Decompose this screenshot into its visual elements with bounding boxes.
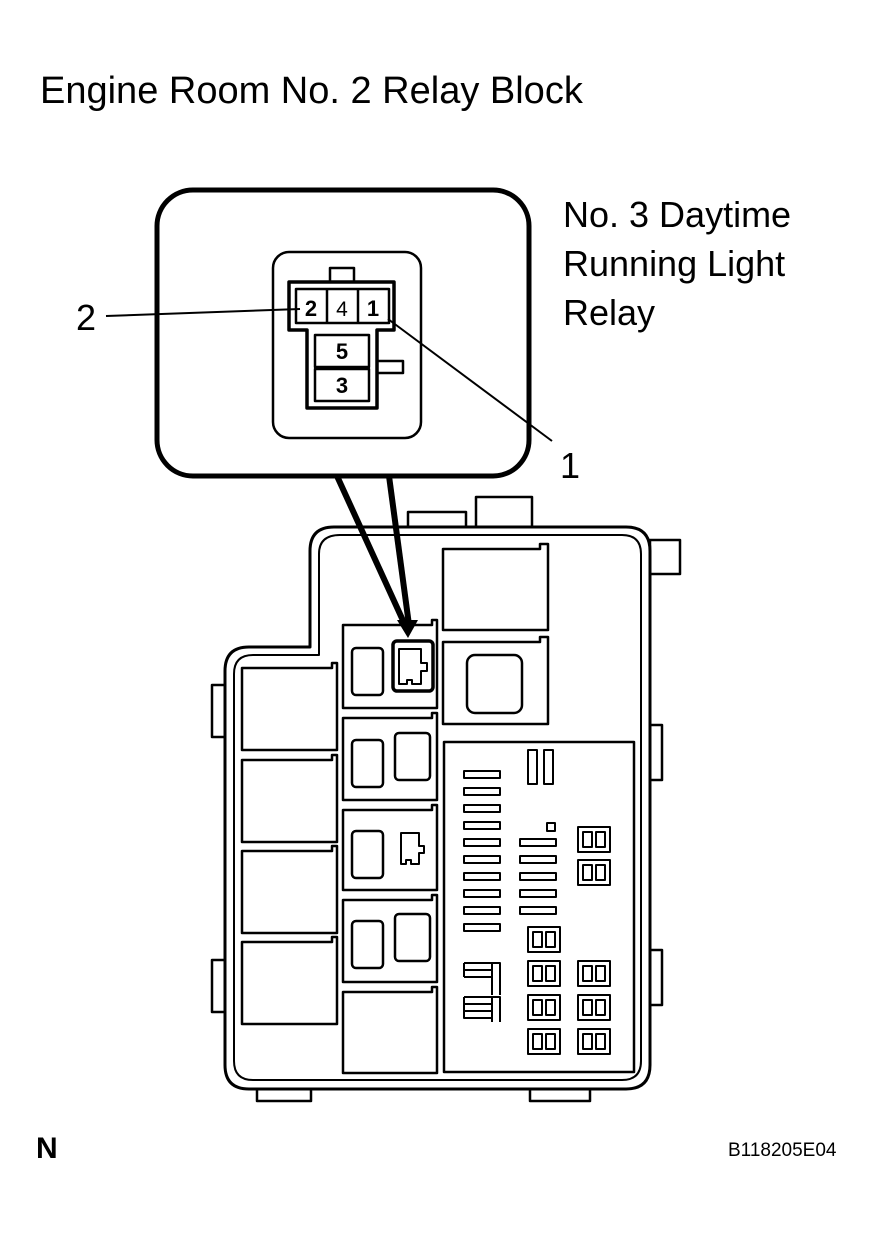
- leader-line-pin-1: [387, 318, 553, 442]
- pin-1-label: 1: [367, 296, 379, 321]
- pin-2-label: 2: [305, 296, 317, 321]
- zoom-callout-bubble: [154, 187, 532, 638]
- relay-name-label: No. 3 Daytime Running Light Relay: [563, 190, 791, 337]
- pin-4-label: 4: [336, 298, 348, 321]
- figure-id: B118205E04: [728, 1140, 837, 1161]
- relay-block-body: [210, 495, 682, 1103]
- pin-5-label: 5: [336, 339, 348, 364]
- callout-pin-1: 1: [560, 445, 581, 486]
- relay-connector-zoom: [271, 250, 423, 440]
- relay-name-line-2: Running Light: [563, 243, 786, 284]
- relay-name-line-1: No. 3 Daytime: [563, 194, 792, 235]
- leader-line-pin-2: [105, 308, 301, 317]
- relay-name-line-3: Relay: [563, 292, 656, 333]
- callout-pin-2: 2: [76, 297, 97, 338]
- diagram-title: Engine Room No. 2 Relay Block: [40, 70, 583, 112]
- orientation-marker: N: [36, 1132, 58, 1165]
- pin-3-label: 3: [336, 373, 348, 398]
